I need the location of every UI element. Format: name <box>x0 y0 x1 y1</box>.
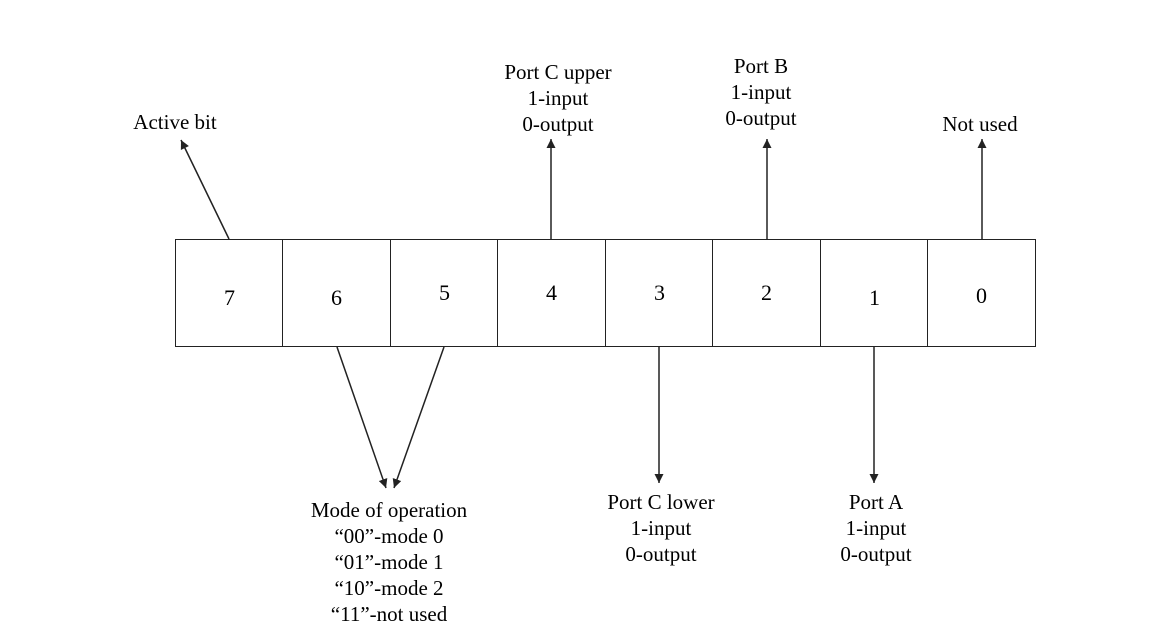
label-line: 1-input <box>845 516 907 540</box>
bit-cell-0: 0 <box>927 239 1036 347</box>
bit-cell-4: 4 <box>497 239 606 347</box>
label-mode-of-operation: Mode of operation “00”-mode 0 “01”-mode … <box>311 497 467 627</box>
label-port-c-lower: Port C lower 1-input 0-output <box>607 489 714 567</box>
bit-number: 7 <box>224 285 235 310</box>
label-line: Mode of operation <box>310 498 468 522</box>
bit-cell-5: 5 <box>390 239 499 347</box>
label-line: 1-input <box>527 86 589 110</box>
arrow-active-bit <box>180 139 230 240</box>
label-active-bit: Active bit <box>133 109 216 135</box>
label-line: “10”-mode 2 <box>334 576 444 600</box>
label-line: Port C upper <box>504 60 612 84</box>
label-line: 1-input <box>730 80 792 104</box>
label-line: 0-output <box>840 542 912 566</box>
label-line: Active bit <box>133 110 217 134</box>
label-port-a: Port A 1-input 0-output <box>840 489 911 567</box>
bit-number: 6 <box>331 285 342 310</box>
bit-cell-1: 1 <box>820 239 929 347</box>
bit-number: 0 <box>976 283 987 308</box>
label-line: 0-output <box>725 106 797 130</box>
label-port-c-upper: Port C upper 1-input 0-output <box>504 59 611 137</box>
label-line: 0-output <box>625 542 697 566</box>
label-line: “00”-mode 0 <box>334 524 444 548</box>
label-not-used: Not used <box>942 111 1017 137</box>
label-port-b: Port B 1-input 0-output <box>725 53 796 131</box>
label-line: Port A <box>848 490 904 514</box>
bit-cell-6: 6 <box>282 239 391 347</box>
arrow-mode-bit5 <box>392 346 445 489</box>
label-line: Port B <box>733 54 789 78</box>
label-line: “01”-mode 1 <box>334 550 444 574</box>
label-line: 1-input <box>630 516 692 540</box>
bit-number: 5 <box>439 280 450 305</box>
bit-number: 1 <box>869 285 880 310</box>
label-line: “11”-not used <box>330 602 448 626</box>
bit-number: 4 <box>546 280 557 305</box>
label-line: Not used <box>942 112 1018 136</box>
bit-number: 3 <box>654 280 665 305</box>
bit-number: 2 <box>761 280 772 305</box>
bit-cell-3: 3 <box>605 239 714 347</box>
bit-cell-2: 2 <box>712 239 821 347</box>
bit-cell-7: 7 <box>175 239 284 347</box>
label-line: Port C lower <box>607 490 715 514</box>
label-line: 0-output <box>522 112 594 136</box>
arrow-mode-bit6 <box>336 346 388 489</box>
